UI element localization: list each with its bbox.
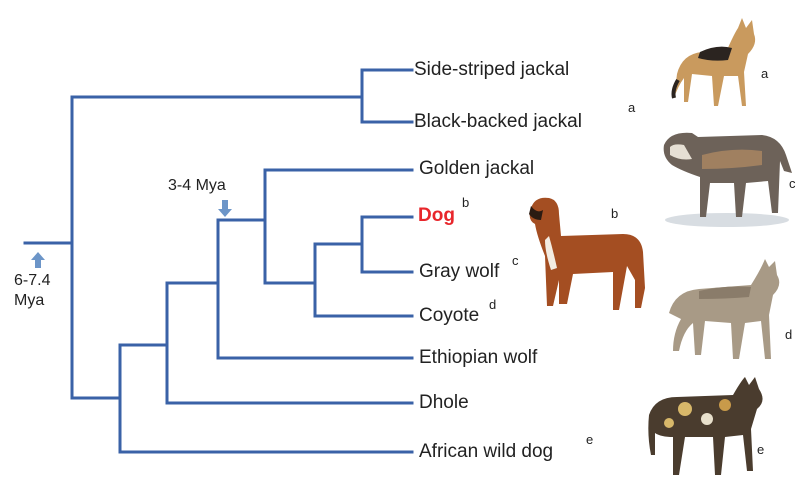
- leaf-superscript: c: [512, 253, 519, 268]
- leaf-label: Gray wolf: [419, 261, 499, 283]
- leaf-label: Ethiopian wolf: [419, 347, 537, 369]
- node-divergence-time: 3-4 Mya: [168, 176, 226, 196]
- leaf-superscript: d: [489, 297, 496, 312]
- african-wild-dog-image: [648, 377, 762, 475]
- leaf-label: Side-striped jackal: [414, 59, 569, 81]
- jackal-image: [674, 18, 756, 106]
- tree-branches: [25, 70, 412, 452]
- root-time-value: 6-7.4: [14, 271, 50, 291]
- up-arrow-icon: [31, 252, 45, 268]
- root-time-unit: Mya: [14, 291, 50, 311]
- root-divergence-time: 6-7.4 Mya: [14, 271, 50, 311]
- leaf-label: Dhole: [419, 392, 469, 414]
- wolf-image-letter: c: [789, 176, 796, 191]
- leaf-label-highlighted: Dog: [418, 205, 455, 227]
- dog-image-letter: b: [611, 206, 618, 221]
- leaf-superscript: e: [586, 432, 593, 447]
- dog-image: [529, 198, 645, 310]
- down-arrow-icon: [218, 200, 232, 217]
- leaf-label: Coyote: [419, 305, 479, 327]
- wild-dog-image-letter: e: [757, 442, 764, 457]
- leaf-superscript: b: [462, 195, 469, 210]
- coyote-image: [669, 259, 779, 359]
- jackal-image-letter: a: [761, 66, 768, 81]
- gray-wolf-image: [664, 133, 792, 227]
- coyote-image-letter: d: [785, 327, 792, 342]
- snow-ground: [665, 213, 789, 227]
- leaf-label: Golden jackal: [419, 158, 534, 180]
- leaf-superscript: a: [628, 100, 635, 115]
- leaf-label: African wild dog: [419, 441, 553, 463]
- leaf-label: Black-backed jackal: [414, 111, 582, 133]
